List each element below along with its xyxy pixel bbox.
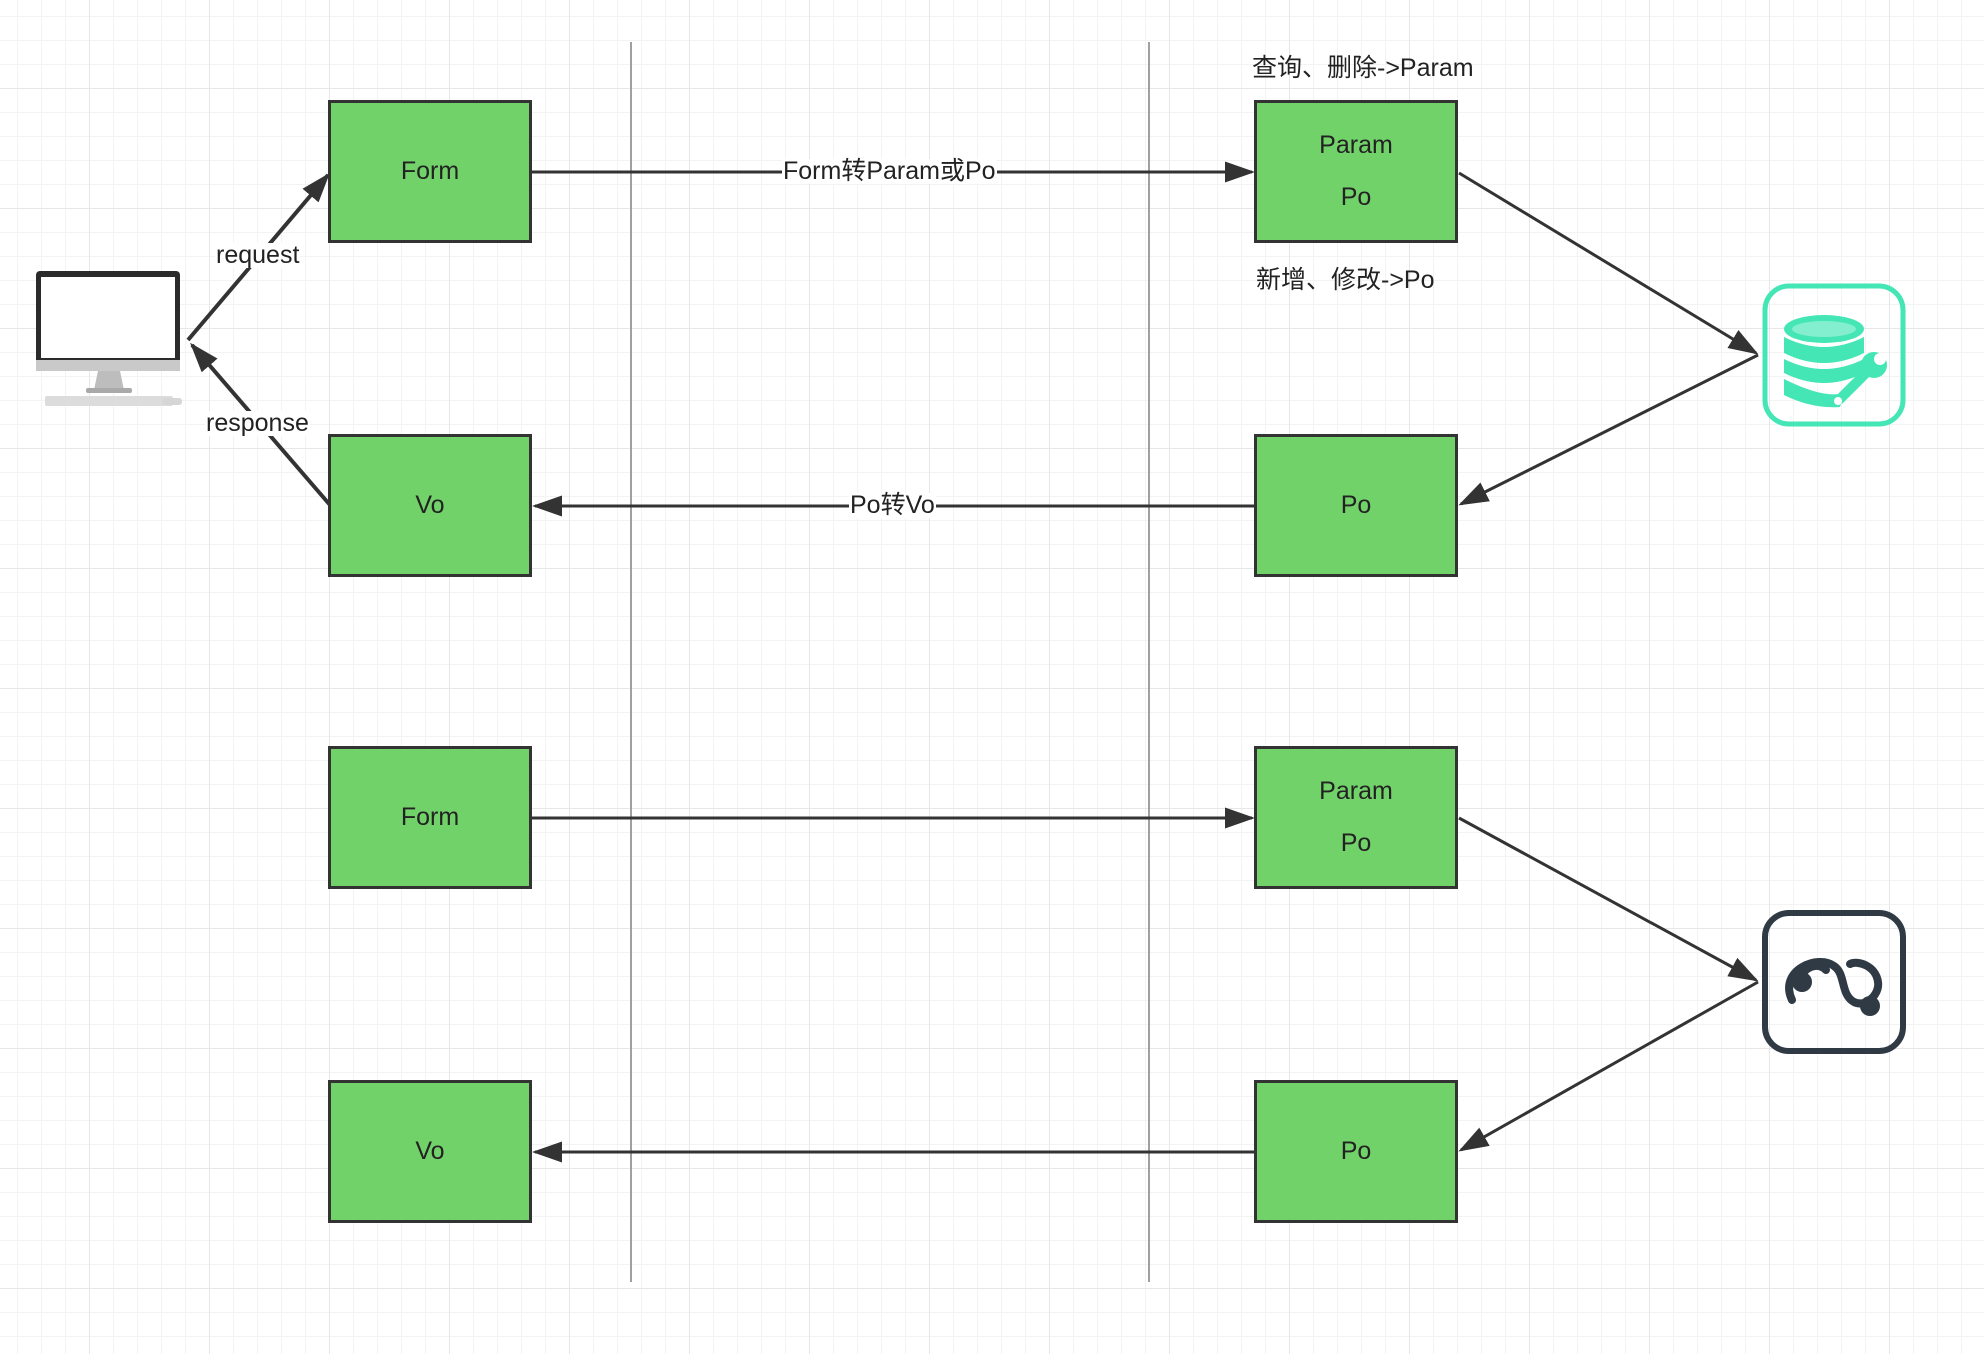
response-label: response	[205, 409, 310, 437]
bottom-form-box: Form	[328, 746, 532, 889]
service-to-po-arrow	[1458, 980, 1759, 1152]
database-to-po-arrow	[1458, 353, 1759, 506]
add-modify-note: 新增、修改->Po	[1256, 266, 1435, 294]
bottom-form-box-label: Form	[400, 803, 460, 831]
po-box-label: Po	[1340, 491, 1372, 519]
param-to-database-arrow	[1458, 171, 1759, 355]
desktop-computer-icon	[30, 268, 190, 414]
bottom-param-po-box: Param Po	[1254, 746, 1458, 889]
form-to-param-label: Form转Param或Po	[782, 157, 997, 185]
param-label: Param	[1319, 130, 1393, 159]
po-to-vo-label: Po转Vo	[849, 491, 936, 519]
bottom-po-box: Po	[1254, 1080, 1458, 1223]
bottom-vo-box: Vo	[328, 1080, 532, 1223]
form-box-label: Form	[400, 157, 460, 185]
remote-service-icon	[1762, 910, 1906, 1054]
po-box: Po	[1254, 434, 1458, 577]
bottom-param-label: Param	[1319, 776, 1393, 805]
request-label: request	[215, 241, 301, 269]
bottom-po-label: Po	[1340, 829, 1372, 858]
vo-box: Vo	[328, 434, 532, 577]
bottom-po-box-label: Po	[1340, 1137, 1372, 1165]
param-to-service-arrow	[1458, 816, 1759, 982]
query-delete-note: 查询、删除->Param	[1252, 54, 1474, 82]
database-tool-icon	[1762, 283, 1906, 427]
form-box: Form	[328, 100, 532, 243]
po-label: Po	[1340, 183, 1372, 212]
vo-box-label: Vo	[415, 491, 445, 519]
bottom-vo-box-label: Vo	[415, 1137, 445, 1165]
param-po-box: Param Po	[1254, 100, 1458, 243]
